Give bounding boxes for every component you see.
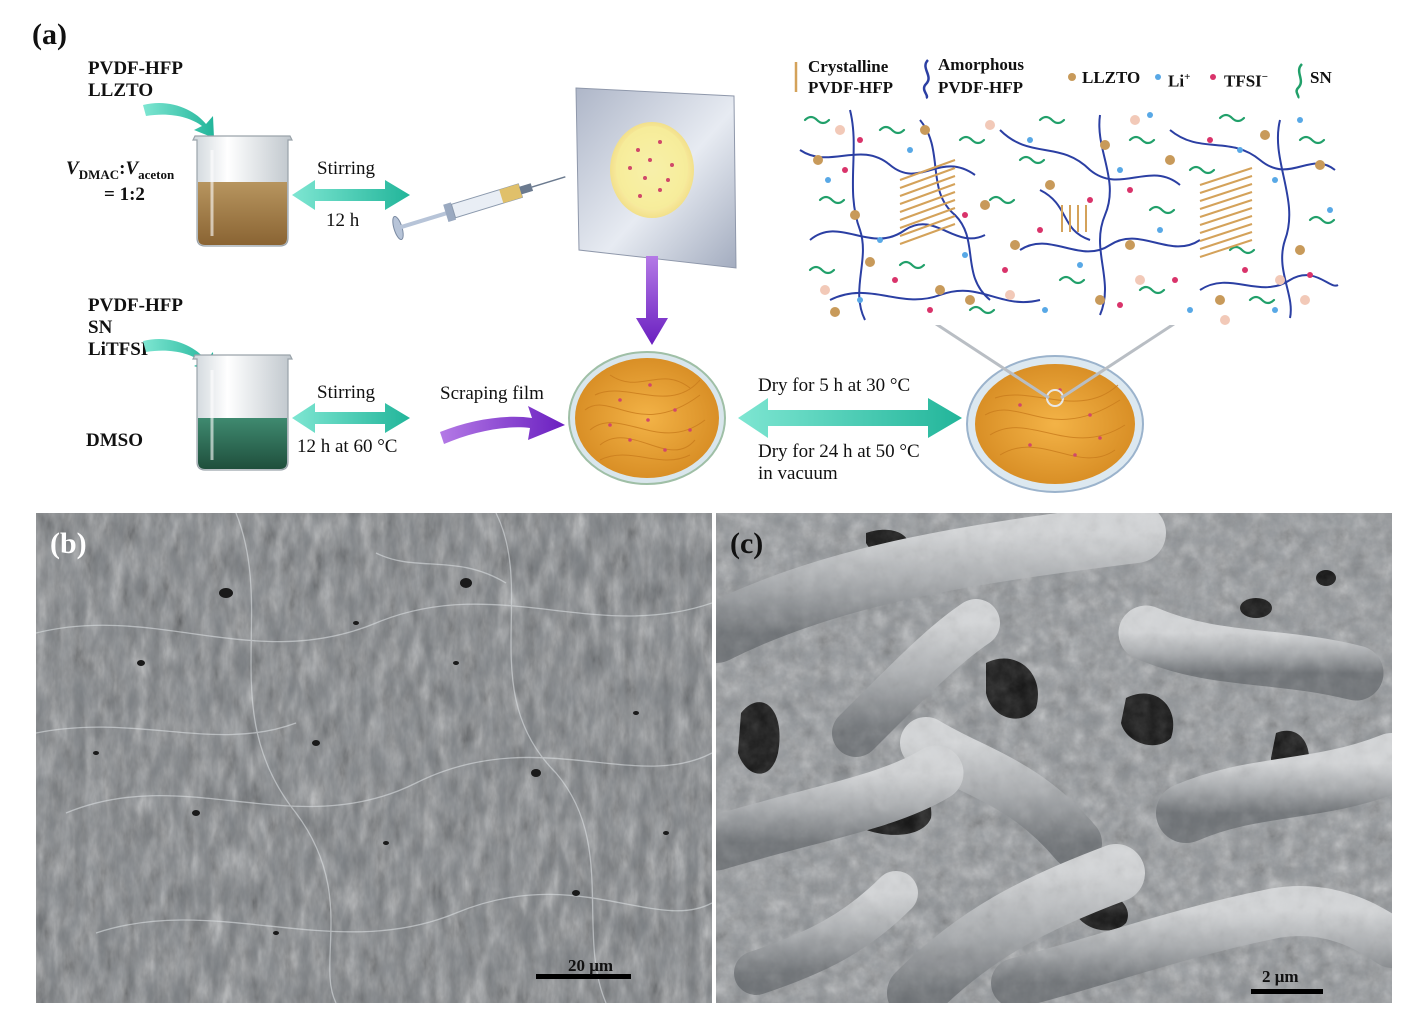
legend-tfsi: TFSI−	[1224, 67, 1268, 92]
legend-crystalline-line2: PVDF-HFP	[808, 78, 893, 97]
step1-reagent-1: PVDF-HFP	[88, 58, 183, 79]
legend-li-sup: +	[1184, 71, 1191, 83]
ratio-v2: V	[125, 158, 139, 179]
solvent-ratio-value: = 1:2	[104, 184, 145, 205]
panel-label-b: (b)	[50, 527, 87, 560]
scale-bar-b-line	[536, 974, 631, 979]
sem-texture-c	[716, 513, 1392, 1003]
step1-reagent-2: LLZTO	[88, 80, 154, 101]
legend-tfsi-text: TFSI	[1224, 71, 1262, 91]
step1-process: Stirring	[317, 158, 376, 179]
panel-label-a: (a)	[32, 18, 67, 51]
sem-image-b	[36, 513, 712, 1003]
ratio-sub1: DMAC	[78, 166, 120, 182]
ratio-sub2: aceton	[138, 166, 175, 182]
dry-stage2-line2: in vacuum	[758, 463, 838, 484]
step2-process: Stirring	[317, 382, 376, 403]
scale-bar-c-line	[1251, 989, 1323, 994]
step2-reagent-1: PVDF-HFP	[88, 295, 183, 316]
legend-li-text: Li	[1168, 71, 1185, 91]
legend-tfsi-sup: −	[1261, 71, 1269, 83]
legend-crystalline-line1: Crystalline	[808, 57, 889, 76]
step2-solvent: DMSO	[86, 430, 143, 451]
ratio-v1: V	[66, 158, 79, 179]
legend-sn: SN	[1310, 68, 1332, 87]
dry-stage2-line1: Dry for 24 h at 50 °C	[758, 441, 920, 462]
stir-arrow-1	[292, 180, 410, 210]
legend-amorphous-line2: PVDF-HFP	[938, 78, 1023, 97]
step1-time: 12 h	[326, 210, 360, 231]
solvent-ratio: VDMAC:Vaceton	[66, 158, 174, 186]
legend-llzto: LLZTO	[1082, 68, 1141, 87]
sem-image-c	[716, 513, 1392, 1003]
sem-texture-b	[36, 513, 712, 1003]
dry-stage1: Dry for 5 h at 30 °C	[758, 375, 911, 396]
ratio-sep: :	[119, 158, 126, 179]
step2-reagent-3: LiTFSI	[88, 339, 149, 360]
legend-amorphous-line1: Amorphous	[938, 55, 1024, 74]
scale-bar-b-label: 20 μm	[568, 956, 614, 975]
molecular-network	[795, 105, 1340, 325]
step2-time: 12 h at 60 °C	[297, 436, 398, 457]
step2-reagent-2: SN	[88, 317, 113, 338]
schematic-graphics	[143, 59, 1340, 493]
legend-li: Li+	[1168, 67, 1190, 92]
scale-bar-c-label: 2 μm	[1262, 967, 1299, 986]
scraping-label: Scraping film	[440, 383, 544, 404]
panel-label-c: (c)	[730, 527, 764, 560]
